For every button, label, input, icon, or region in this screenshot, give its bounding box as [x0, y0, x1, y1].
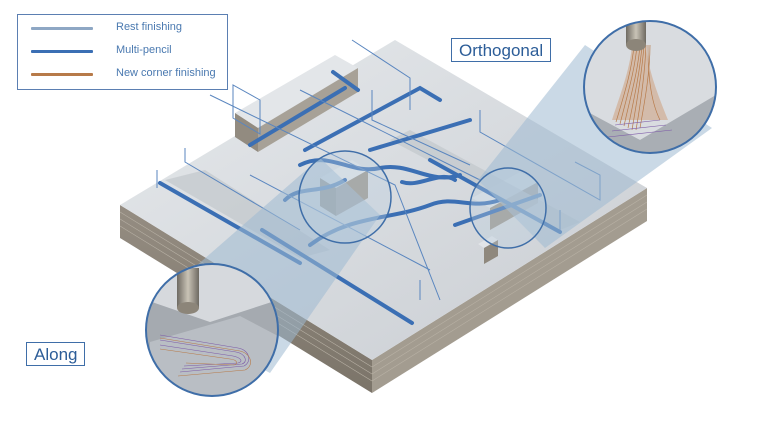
corner-finishing-swatch: [31, 73, 93, 76]
along-selection-circle: [298, 150, 392, 244]
legend-item-new-corner-finishing: New corner finishing: [18, 65, 227, 85]
cutting-tool-shank: [626, 21, 646, 45]
orthogonal-selection-circle: [469, 167, 547, 249]
multi-pencil-swatch: [31, 50, 93, 53]
corner-finishing-lines: [615, 44, 661, 131]
block-right-face: [372, 188, 647, 393]
along-magnifier: [145, 263, 279, 397]
legend-item-multi-pencil: Multi-pencil: [18, 42, 227, 62]
legend-label-new-corner-finishing: New corner finishing: [116, 67, 216, 79]
along-label: Along: [26, 342, 86, 366]
orthogonal-label: Orthogonal: [451, 38, 552, 62]
along-cutting-tool-shank: [177, 268, 199, 308]
orthogonal-magnifier: [583, 20, 717, 154]
legend-label-rest-finishing: Rest finishing: [116, 21, 183, 33]
legend-label-multi-pencil: Multi-pencil: [116, 44, 172, 56]
legend-item-rest-finishing: Rest finishing: [18, 19, 227, 39]
rest-finishing-swatch: [31, 27, 93, 30]
legend: Rest finishing Multi-pencil New corner f…: [17, 14, 228, 90]
